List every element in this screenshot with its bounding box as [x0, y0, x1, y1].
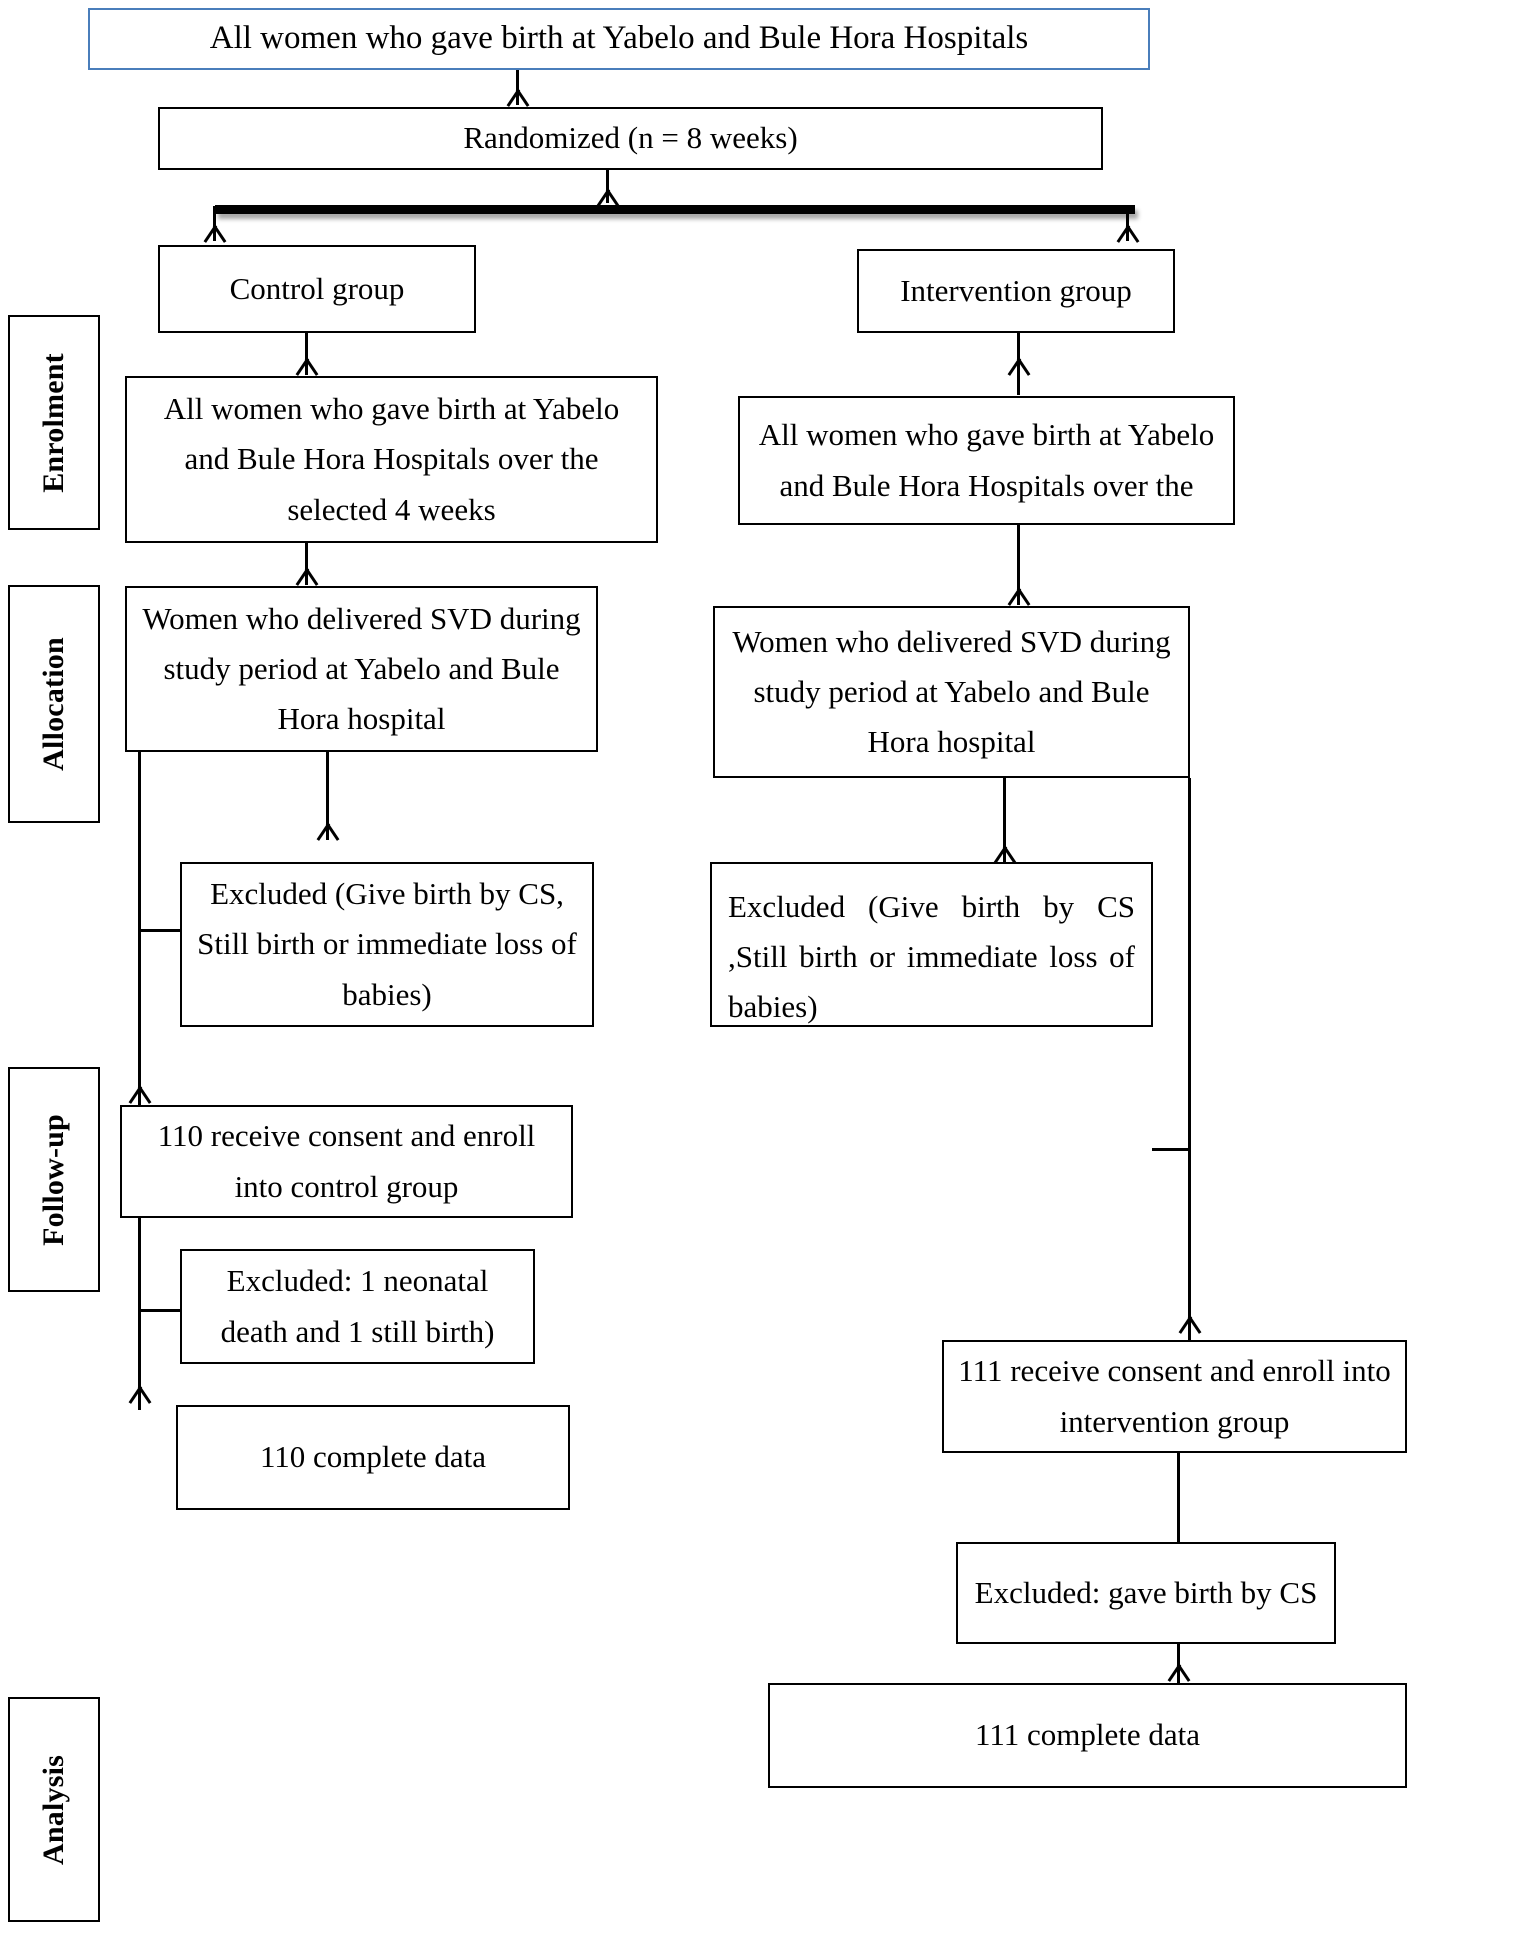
control-followup-spine-vertical — [138, 1218, 141, 1410]
intervention-enrolled-box: 111 receive consent and enroll into inte… — [942, 1340, 1407, 1453]
connector-intervention-to-enrolment — [1017, 333, 1020, 395]
intervention-allocation-text: Women who delivered SVD during study per… — [732, 623, 1171, 760]
control-excluded-allocation-text: Excluded (Give birth by CS, Still birth … — [197, 876, 577, 1012]
intervention-group-box: Intervention group — [857, 249, 1175, 333]
control-allocation-text: Women who delivered SVD during study per… — [142, 600, 581, 737]
intervention-enrolment-box: All women who gave birth at Yabelo and B… — [738, 396, 1235, 525]
stage-label-followup: Follow-up — [8, 1067, 100, 1292]
control-group-label: Control group — [229, 270, 405, 306]
stage-label-enrolment-text: Enrolment — [37, 352, 70, 493]
control-excluded-tick — [138, 929, 182, 932]
control-enrolment-text: All women who gave birth at Yabelo and B… — [163, 391, 620, 527]
intervention-excluded-followup-text: Excluded: gave birth by CS — [974, 1574, 1318, 1610]
control-analysis-text: 110 complete data — [259, 1439, 487, 1475]
intervention-enrolled-text: 111 receive consent and enroll into inte… — [958, 1353, 1391, 1439]
control-allocation-box: Women who delivered SVD during study per… — [125, 586, 598, 752]
intervention-excluded-tick — [1152, 1148, 1190, 1151]
intervention-analysis-text: 111 complete data — [975, 1717, 1200, 1753]
control-enrolled-box: 110 receive consent and enroll into cont… — [120, 1105, 573, 1218]
stage-label-analysis: Analysis — [8, 1697, 100, 1922]
stage-label-enrolment: Enrolment — [8, 315, 100, 530]
connector-randomized-to-split — [606, 170, 609, 203]
control-excluded-followup-tick — [138, 1309, 182, 1312]
intervention-excluded-followup-box: Excluded: gave birth by CS — [956, 1542, 1336, 1644]
intervention-analysis-box: 111 complete data — [768, 1683, 1407, 1788]
connector-intervention-enrolment-to-allocation — [1017, 525, 1020, 605]
title-box-text: All women who gave birth at Yabelo and B… — [209, 20, 1029, 57]
split-bar — [215, 205, 1135, 214]
randomized-box-text: Randomized (n = 8 weeks) — [463, 120, 798, 156]
intervention-enrolment-text: All women who gave birth at Yabelo and B… — [758, 417, 1215, 503]
connector-control-to-enrolment — [305, 333, 308, 375]
intervention-allocation-box: Women who delivered SVD during study per… — [713, 606, 1190, 778]
control-excluded-followup-text: Excluded: 1 neonatal death and 1 still b… — [220, 1263, 495, 1349]
stage-label-analysis-text: Analysis — [37, 1754, 71, 1865]
stage-label-allocation: Allocation — [8, 585, 100, 823]
intervention-excluded-allocation-box: Excluded (Give birth by CS ,Still birth … — [710, 862, 1153, 1027]
connector-control-allocation-to-excluded — [326, 752, 329, 840]
connector-intervention-allocation-to-excluded — [1003, 778, 1006, 864]
intervention-group-label: Intervention group — [900, 272, 1132, 308]
intervention-spine-vertical — [1188, 778, 1191, 1340]
randomized-box: Randomized (n = 8 weeks) — [158, 107, 1103, 170]
control-analysis-box: 110 complete data — [176, 1405, 570, 1510]
control-group-box: Control group — [158, 245, 476, 333]
stage-label-allocation-text: Allocation — [37, 637, 71, 771]
control-excluded-allocation-box: Excluded (Give birth by CS, Still birth … — [180, 862, 594, 1027]
control-excluded-followup-box: Excluded: 1 neonatal death and 1 still b… — [180, 1249, 535, 1364]
title-box: All women who gave birth at Yabelo and B… — [88, 8, 1150, 70]
control-enrolled-text: 110 receive consent and enroll into cont… — [157, 1118, 536, 1204]
control-enrolment-box: All women who gave birth at Yabelo and B… — [125, 376, 658, 543]
intervention-excluded-allocation-text: Excluded (Give birth by CS ,Still birth … — [728, 889, 1135, 1025]
connector-control-enrolment-to-allocation — [305, 543, 308, 585]
stage-label-followup-text: Follow-up — [37, 1113, 71, 1246]
